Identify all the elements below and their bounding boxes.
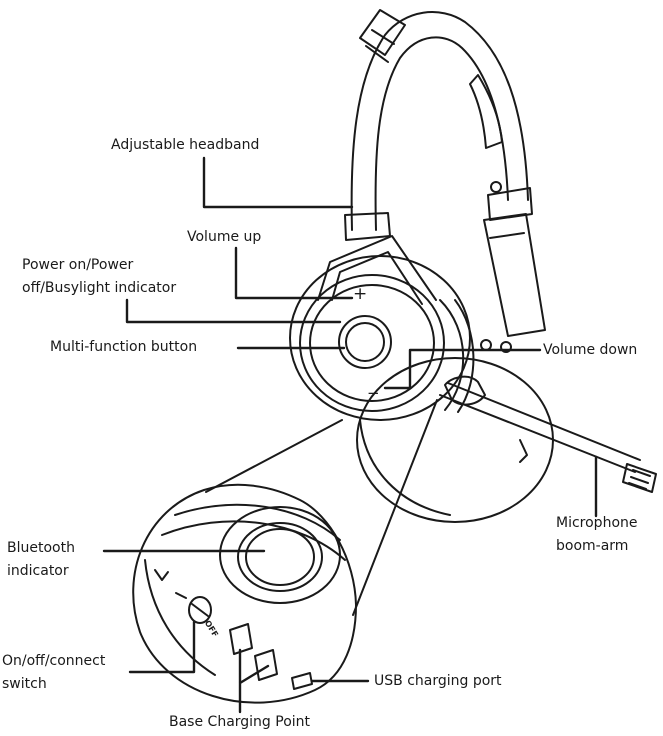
label-onoff-switch: On/off/connect switch — [2, 653, 106, 692]
zoom-lines — [205, 399, 438, 616]
leader-lines — [102, 156, 598, 714]
label-volume-up: Volume up — [187, 229, 262, 245]
label-adjustable-headband: Adjustable headband — [111, 137, 260, 153]
label-power-indicator: Power on/Power off/Busylight indicator — [22, 257, 177, 296]
headband-drawing — [344, 9, 546, 337]
leader-onoff-switch — [128, 620, 196, 674]
label-volume-down: Volume down — [543, 342, 638, 358]
volume-plus-glyph: + — [353, 284, 368, 304]
microphone-boom-drawing — [439, 375, 657, 493]
leader-volume-up — [234, 246, 354, 300]
label-usb-charging-port: USB charging port — [374, 673, 502, 689]
volume-minus-glyph: − — [367, 384, 380, 402]
leader-volume-down — [383, 348, 542, 390]
zoom-detail-drawing — [132, 483, 357, 704]
label-microphone-boom-arm: Microphone boom-arm — [556, 515, 638, 554]
label-base-charging-point: Base Charging Point — [169, 714, 311, 730]
front-earcup-drawing — [289, 255, 475, 421]
leader-power-indicator — [125, 298, 342, 324]
leader-headband — [202, 156, 354, 209]
label-multi-function-button: Multi-function button — [50, 339, 198, 355]
label-bluetooth-indicator: Bluetooth indicator — [7, 540, 75, 579]
leader-base-charging — [238, 648, 270, 714]
